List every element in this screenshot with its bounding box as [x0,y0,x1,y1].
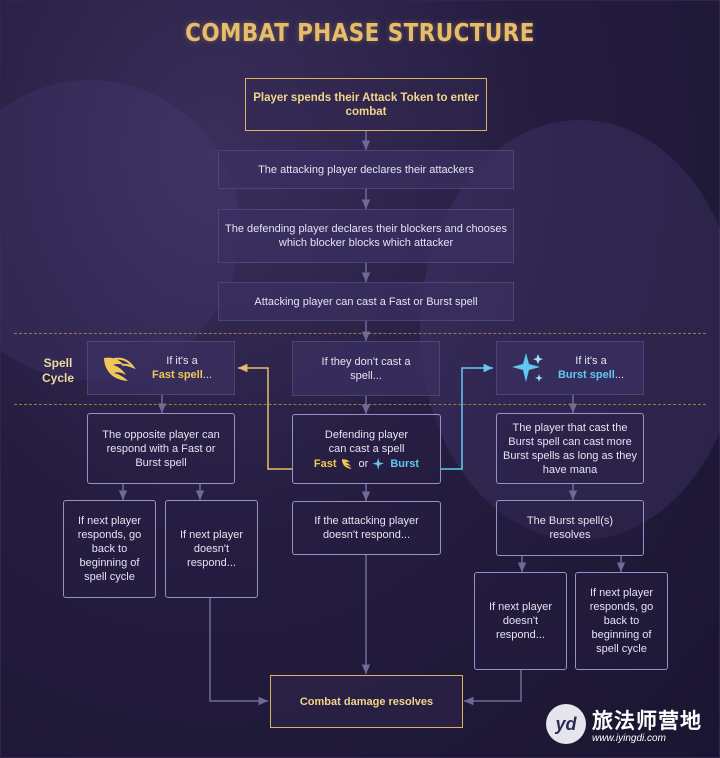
opposite-respond-text: The opposite player can respond with a F… [102,428,220,469]
arrow-left-doesnt-to-damage [209,598,268,706]
defending-fast-label: Fast [313,457,337,470]
spell-cycle-label: Spell Cycle [36,356,80,386]
if-dont-text: If they don't cast a spell... [321,355,411,382]
watermark: yd 旅法师营地 www.iyingdi.com [546,704,702,744]
background-decoration [0,80,240,380]
opposite-respond-box: The opposite player can respond with a F… [87,413,235,484]
combat-damage-text: Combat damage resolves [299,695,434,708]
declare-blockers-text: The defending player declares their bloc… [225,223,507,249]
left-responds-box: If next player responds, go back to begi… [63,500,156,598]
burst-more-text: The player that cast the Burst spell can… [503,421,637,476]
burst-spell-icon [372,457,385,470]
fast-spell-icon [104,357,136,381]
fast-spell-icon [341,459,352,469]
page-title: COMBAT PHASE STRUCTURE [185,18,535,47]
watermark-logo-text: yd [555,713,577,734]
watermark-name: 旅法师营地 [592,709,702,733]
if-dont-box: If they don't cast a spell... [292,341,440,396]
declare-blockers-box: The defending player declares their bloc… [218,209,514,263]
burst-spell-icon [512,353,543,382]
spell-cycle-text: Spell Cycle [41,356,75,385]
left-doesnt-text: If next player doesn't respond... [180,529,243,569]
if-burst-box: If it's a Burst spell... [496,341,644,395]
burst-resolves-box: The Burst spell(s) resolves [496,500,644,556]
if-burst-highlight: Burst spell [557,369,615,381]
start-text: Player spends their Attack Token to ente… [253,91,479,118]
right-doesnt-box: If next player doesn't respond... [474,572,567,670]
right-doesnt-text: If next player doesn't respond... [489,601,552,641]
attacker-doesnt-text: If the attacking player doesn't respond.… [314,515,419,541]
attacker-doesnt-box: If the attacking player doesn't respond.… [292,501,441,555]
attacker-cast-box: Attacking player can cast a Fast or Burs… [218,282,514,321]
arrow-burst-loop [441,363,493,470]
attacker-cast-text: Attacking player can cast a Fast or Burs… [254,295,478,308]
right-responds-box: If next player responds, go back to begi… [575,572,668,670]
if-burst-suffix: ... [614,369,625,381]
if-burst-prefix: If it's a [575,355,607,367]
burst-resolves-text: The Burst spell(s) resolves [526,515,614,541]
if-fast-highlight: Fast spell [152,369,203,381]
start-box: Player spends their Attack Token to ente… [245,78,487,131]
if-fast-box: If it's a Fast spell... [87,341,235,395]
defending-cast-text: Defending player can cast a spell [324,428,409,455]
spell-cycle-top-divider [14,333,706,334]
if-fast-suffix: ... [202,369,212,381]
declare-attackers-text: The attacking player declares their atta… [258,163,474,176]
watermark-url: www.iyingdi.com [592,732,666,744]
if-fast-prefix: If it's a [166,355,198,367]
combat-damage-box: Combat damage resolves [270,675,463,728]
spell-cycle-bottom-divider [14,404,706,405]
background-decoration [420,120,720,540]
left-responds-text: If next player responds, go back to begi… [77,515,142,583]
arrow-right-doesnt-to-damage [464,670,522,706]
defending-burst-label: Burst [390,457,420,470]
arrow-fast-loop [238,363,292,470]
defending-or-label: or [358,457,369,470]
burst-more-box: The player that cast the Burst spell can… [496,413,644,484]
defending-cast-box: Defending player can cast a spell Fast o… [292,414,441,484]
right-responds-text: If next player responds, go back to begi… [589,587,654,655]
watermark-logo: yd [546,704,586,744]
left-doesnt-box: If next player doesn't respond... [165,500,258,598]
declare-attackers-box: The attacking player declares their atta… [218,150,514,189]
